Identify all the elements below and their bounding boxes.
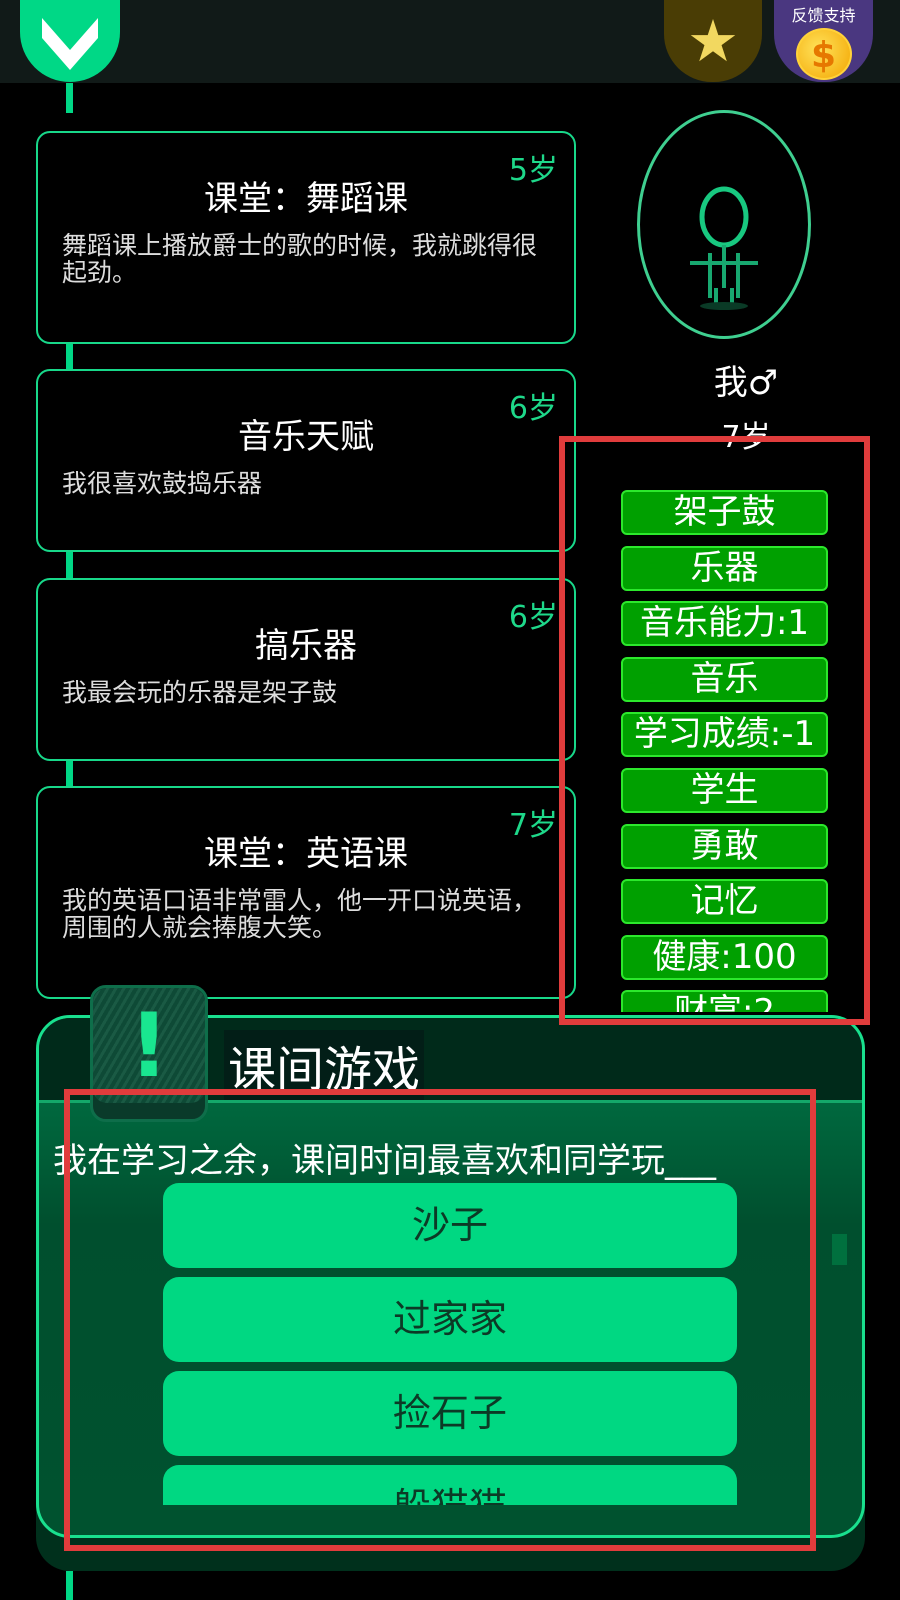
option-button[interactable]: 捡石子 <box>163 1371 737 1456</box>
dialog-question: 我在学习之余，课间时间最喜欢和同学玩___ <box>53 1141 716 1181</box>
card-age: 5岁 <box>508 153 558 188</box>
timeline-connector <box>66 552 73 578</box>
card-desc: 我很喜欢鼓捣乐器 <box>62 469 263 498</box>
card-title: 课堂：舞蹈课 <box>204 179 408 219</box>
feedback-label: 反馈支持 <box>791 6 856 25</box>
option-button[interactable]: 过家家 <box>163 1277 737 1362</box>
exclamation-icon: ! <box>93 988 205 1103</box>
dollar-coin-icon: $ <box>795 28 852 80</box>
card-age: 7岁 <box>508 808 558 843</box>
card-desc: 我最会玩的乐器是架子鼓 <box>62 678 338 707</box>
timeline-card: 7岁 课堂：英语课 我的英语口语非常雷人，他一开口说英语，周围的人就会捧腹大笑。 <box>36 786 576 999</box>
attribute-tag-list[interactable]: 架子鼓 乐器 音乐能力:1 音乐 学习成绩:-1 学生 勇敢 记忆 健康:100… <box>621 490 828 1012</box>
attribute-tag: 财富:2 <box>621 990 828 1012</box>
timeline-card: 6岁 搞乐器 我最会玩的乐器是架子鼓 <box>36 578 576 761</box>
option-button[interactable]: 沙子 <box>163 1183 737 1268</box>
attribute-tag: 健康:100 <box>621 934 828 980</box>
card-title: 课堂：英语课 <box>204 834 408 874</box>
dialog-title: 课间游戏 <box>224 1030 425 1100</box>
star-icon: ★ <box>687 7 739 75</box>
attribute-tag: 音乐能力:1 <box>621 601 828 647</box>
profile-name: 我♂ <box>713 363 779 403</box>
attribute-tag: 学生 <box>621 767 828 813</box>
stick-figure-icon <box>690 186 758 310</box>
option-button[interactable]: 躲猫猫 <box>163 1465 737 1505</box>
card-title: 搞乐器 <box>255 626 357 666</box>
achievement-star-button[interactable]: ★ <box>664 0 762 82</box>
attribute-tag: 音乐 <box>621 656 828 702</box>
card-desc: 我的英语口语非常雷人，他一开口说英语，周围的人就会捧腹大笑。 <box>62 886 538 942</box>
highlight-box-options <box>64 1089 816 1551</box>
card-age: 6岁 <box>508 600 558 635</box>
scrollbar-thumb[interactable] <box>832 1234 847 1265</box>
option-list[interactable]: 沙子 过家家 捡石子 躲猫猫 <box>163 1183 737 1505</box>
top-bar <box>0 0 900 83</box>
attribute-tag: 勇敢 <box>621 823 828 869</box>
card-age: 6岁 <box>508 391 558 426</box>
timeline-card: 5岁 课堂：舞蹈课 舞蹈课上播放爵士的歌的时候，我就跳得很起劲。 <box>36 131 576 344</box>
chevron-down-icon <box>42 18 98 70</box>
attribute-tag: 记忆 <box>621 879 828 925</box>
timeline-connector <box>66 83 73 113</box>
attribute-tag: 学习成绩:-1 <box>621 712 828 758</box>
exclamation-badge: ! <box>90 985 208 1122</box>
timeline-card: 6岁 音乐天赋 我很喜欢鼓捣乐器 <box>36 369 576 552</box>
attribute-tag: 架子鼓 <box>621 490 828 535</box>
timeline-connector <box>66 1571 73 1600</box>
card-title: 音乐天赋 <box>238 417 374 457</box>
avatar <box>637 110 811 339</box>
card-desc: 舞蹈课上播放爵士的歌的时候，我就跳得很起劲。 <box>62 231 538 287</box>
feedback-support-button[interactable]: 反馈支持 $ <box>774 0 873 82</box>
menu-logo-button[interactable] <box>20 0 120 82</box>
timeline-connector <box>66 761 73 786</box>
attribute-tag: 乐器 <box>621 545 828 591</box>
highlight-box-attributes <box>559 436 870 1025</box>
timeline-connector <box>66 344 73 369</box>
